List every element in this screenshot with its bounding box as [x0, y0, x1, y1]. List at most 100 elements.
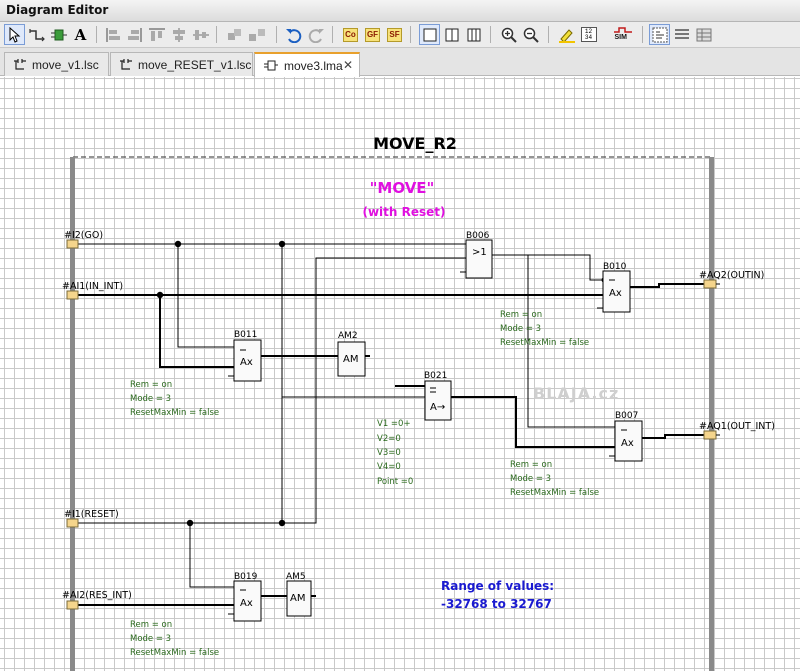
- svg-text:ResetMaxMin = false: ResetMaxMin = false: [500, 338, 589, 348]
- zoom-out-icon[interactable]: [520, 24, 541, 45]
- block-b021[interactable]: B021 A→: [424, 371, 452, 421]
- block-am2[interactable]: AM2 AM: [337, 331, 366, 377]
- fbd-file-icon: [264, 60, 278, 71]
- insert-block-icon[interactable]: [48, 24, 69, 45]
- svg-text:Rem = on: Rem = on: [510, 460, 552, 470]
- block-order-icon[interactable]: 12 34: [578, 24, 599, 45]
- block-b019[interactable]: B019 Ax: [233, 572, 262, 622]
- group-icon[interactable]: [224, 24, 245, 45]
- params-b021: V1 =0+ V2=0 V3=0 V4=0 Point =0: [377, 419, 413, 487]
- wires: [78, 243, 704, 615]
- params-b007: Rem = on Mode = 3 ResetMaxMin = false: [510, 460, 599, 498]
- svg-text:#I1(RESET): #I1(RESET): [64, 509, 119, 520]
- svg-text:Ax: Ax: [621, 438, 634, 449]
- output-aq1[interactable]: #AQ1(OUT_INT): [699, 421, 775, 440]
- undo-icon[interactable]: [283, 24, 304, 45]
- svg-text:Point =0: Point =0: [377, 477, 413, 487]
- single-view-icon[interactable]: [419, 24, 440, 45]
- connect-wire-icon[interactable]: [26, 24, 47, 45]
- svg-text:Mode = 3: Mode = 3: [130, 634, 171, 644]
- block-am5[interactable]: AM5 AM: [286, 572, 312, 617]
- input-ai1[interactable]: #AI1(IN_INT): [62, 281, 123, 300]
- ladder-file-icon: [120, 59, 132, 70]
- svg-text:Mode = 3: Mode = 3: [510, 474, 551, 484]
- block-b007[interactable]: B007 Ax: [614, 411, 643, 462]
- tab-move-v1[interactable]: move_v1.lsc: [4, 52, 109, 76]
- output-aq2[interactable]: #AQ2(OUTIN): [699, 270, 764, 289]
- svg-text:ResetMaxMin = false: ResetMaxMin = false: [510, 488, 599, 498]
- input-i1[interactable]: #I1(RESET): [64, 509, 119, 528]
- window-title: Diagram Editor: [6, 3, 109, 17]
- program-frame: [70, 156, 714, 671]
- constants-co-button[interactable]: Co: [340, 24, 361, 45]
- svg-text:AM: AM: [290, 593, 305, 604]
- align-right-icon[interactable]: [124, 24, 145, 45]
- input-ai2[interactable]: #AI2(RES_INT): [62, 590, 132, 610]
- tab-move3[interactable]: move3.lma ✕: [254, 52, 360, 77]
- watermark: BLAJA.cz: [533, 384, 619, 403]
- svg-text:V3=0: V3=0: [377, 448, 401, 458]
- align-center-icon[interactable]: [168, 24, 189, 45]
- params-b011: Rem = on Mode = 3 ResetMaxMin = false: [130, 380, 219, 418]
- zoom-in-icon[interactable]: [498, 24, 519, 45]
- svg-text:>1: >1: [472, 247, 487, 258]
- svg-text:Ax: Ax: [240, 357, 253, 368]
- svg-text:#AI2(RES_INT): #AI2(RES_INT): [62, 590, 132, 601]
- text-tool-icon[interactable]: A: [74, 25, 87, 44]
- svg-text:B019: B019: [234, 572, 258, 582]
- highlight-marker-icon[interactable]: [556, 24, 577, 45]
- svg-text:B010: B010: [603, 262, 627, 272]
- block-b011[interactable]: B011 Ax: [233, 330, 262, 382]
- svg-text:#AI1(IN_INT): #AI1(IN_INT): [62, 281, 123, 292]
- diagram-svg: MOVE_R2 "MOVE" (with Reset): [62, 134, 775, 671]
- align-top-icon[interactable]: [146, 24, 167, 45]
- diagram-heading: "MOVE": [370, 179, 435, 197]
- svg-text:ResetMaxMin = false: ResetMaxMin = false: [130, 408, 219, 418]
- svg-text:Mode = 3: Mode = 3: [130, 394, 171, 404]
- list-view-icon[interactable]: [671, 24, 692, 45]
- redo-icon[interactable]: [305, 24, 326, 45]
- svg-text:AM: AM: [343, 354, 358, 365]
- svg-text:B007: B007: [615, 411, 638, 421]
- block-b006[interactable]: B006 >1: [465, 231, 493, 279]
- svg-text:Ax: Ax: [240, 598, 253, 609]
- svg-text:B021: B021: [424, 371, 447, 381]
- svg-text:AM2: AM2: [338, 331, 358, 341]
- svg-text:Ax: Ax: [609, 288, 622, 299]
- window-titlebar: Diagram Editor: [0, 0, 800, 22]
- ladder-file-icon: [14, 59, 26, 70]
- document-tab-bar: move_v1.lsc move_RESET_v1.lsc move3.lma …: [0, 48, 800, 77]
- toolbar: A Co GF SF: [0, 22, 800, 48]
- range-note-line1: Range of values:: [441, 579, 554, 593]
- svg-text:ResetMaxMin = false: ResetMaxMin = false: [130, 648, 219, 658]
- svg-text:A→: A→: [430, 402, 445, 413]
- close-tab-icon[interactable]: ✕: [342, 58, 353, 72]
- svg-text:Rem = on: Rem = on: [130, 620, 172, 630]
- align-left-icon[interactable]: [102, 24, 123, 45]
- svg-text:#AQ2(OUTIN): #AQ2(OUTIN): [699, 270, 764, 281]
- block-b010[interactable]: B010 Ax: [602, 262, 631, 313]
- split-view-icon[interactable]: [441, 24, 462, 45]
- svg-text:V4=0: V4=0: [377, 462, 401, 472]
- params-b010: Rem = on Mode = 3 ResetMaxMin = false: [500, 310, 589, 348]
- basic-functions-gf-button[interactable]: GF: [362, 24, 383, 45]
- params-b019: Rem = on Mode = 3 ResetMaxMin = false: [130, 620, 219, 658]
- ungroup-icon[interactable]: [246, 24, 267, 45]
- input-i2[interactable]: #I2(GO): [64, 230, 103, 249]
- svg-text:B011: B011: [234, 330, 257, 340]
- layout-panel-icon[interactable]: [649, 24, 670, 45]
- svg-text:V2=0: V2=0: [377, 434, 401, 444]
- tab-move-reset-v1[interactable]: move_RESET_v1.lsc: [110, 52, 253, 76]
- triple-view-icon[interactable]: [463, 24, 484, 45]
- svg-text:V1 =0+: V1 =0+: [377, 419, 411, 429]
- diagram-title: MOVE_R2: [373, 134, 457, 153]
- align-middle-icon[interactable]: [190, 24, 211, 45]
- table-view-icon[interactable]: [693, 24, 714, 45]
- diagram-canvas[interactable]: MOVE_R2 "MOVE" (with Reset): [0, 77, 800, 671]
- range-note-line2: -32768 to 32767: [441, 597, 552, 611]
- svg-text:#I2(GO): #I2(GO): [64, 230, 103, 241]
- special-functions-sf-button[interactable]: SF: [384, 24, 405, 45]
- svg-text:Mode = 3: Mode = 3: [500, 324, 541, 334]
- simulation-button[interactable]: SIM: [612, 24, 633, 45]
- select-pointer-icon[interactable]: [4, 24, 25, 45]
